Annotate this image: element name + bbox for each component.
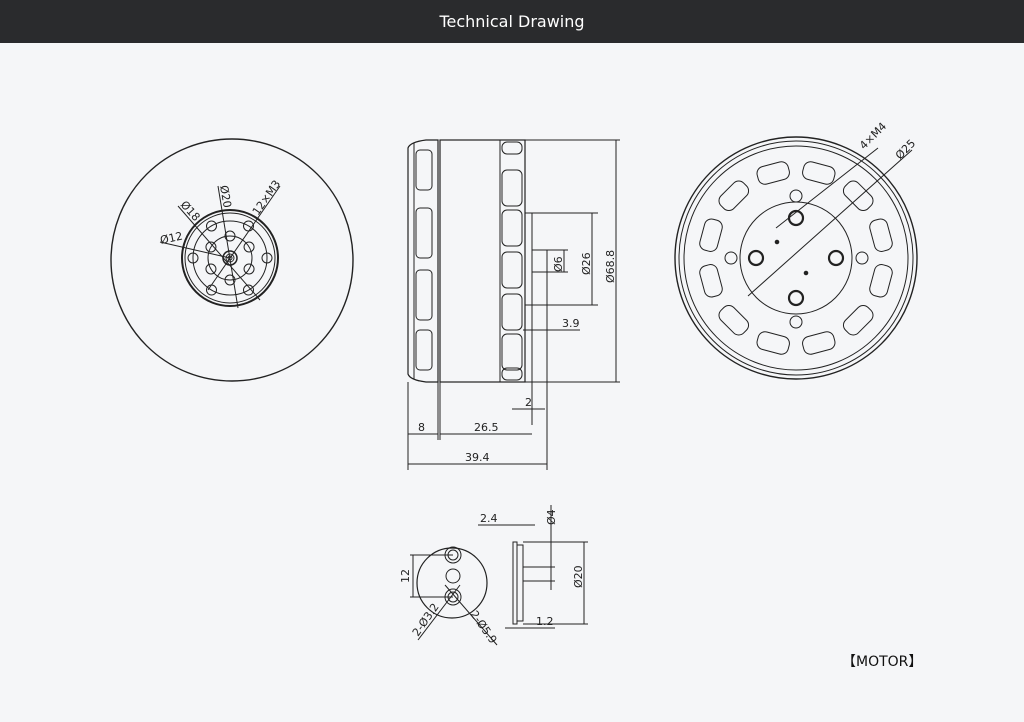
m3-hole <box>243 241 255 253</box>
dim-8: 8 <box>418 421 425 434</box>
vent-slot <box>415 269 433 321</box>
vent-slot <box>699 264 723 298</box>
rear-view: 4×M4 Ø25 <box>674 120 918 380</box>
dim-3-9: 3.9 <box>562 317 580 330</box>
m3-hole <box>205 241 217 253</box>
vent-slot <box>501 293 523 331</box>
vent-slot <box>501 367 523 381</box>
vent-slot <box>869 264 893 298</box>
vent-slot <box>501 169 523 207</box>
vent-slot <box>718 180 750 212</box>
vent-slot <box>501 209 523 247</box>
vent-slot <box>802 161 836 185</box>
m3-hole <box>243 263 255 275</box>
vent-slot <box>869 218 893 252</box>
dim-d26: Ø26 <box>580 252 593 275</box>
vent-slot <box>756 331 790 355</box>
front-view: Ø12 Ø18 Ø20 12×M3 <box>110 138 354 382</box>
dim-d68-8: Ø68.8 <box>604 250 617 283</box>
dim-d12: Ø12 <box>159 230 184 247</box>
motor-label: 【MOTOR】 <box>842 654 923 670</box>
dim-2: 2 <box>525 396 532 409</box>
dim-d6: Ø6 <box>552 256 565 272</box>
vent-slot <box>415 207 433 259</box>
adapter-view: 12 2-Ø3.2 2-Ø5.9 2.4 Ø4 Ø20 1.2 <box>399 505 588 646</box>
m3-hole <box>187 252 199 264</box>
vent-slot <box>415 329 433 371</box>
page-title: Technical Drawing <box>439 12 585 31</box>
dim-12xm3: 12×M3 <box>250 178 283 218</box>
dim-4xm4: 4×M4 <box>857 120 889 152</box>
dim-d20: Ø20 <box>572 565 585 588</box>
dim-2xd5-9: 2-Ø5.9 <box>468 608 500 646</box>
vent-slot <box>501 251 523 289</box>
dim-d25: Ø25 <box>893 137 918 162</box>
vent-slot <box>842 180 874 212</box>
m3-hole <box>205 263 217 275</box>
dim-1-2: 1.2 <box>536 615 554 628</box>
dim-12: 12 <box>399 569 412 583</box>
vent-slot <box>699 218 723 252</box>
m3-hole <box>243 284 254 296</box>
vent-slot <box>501 333 523 371</box>
dim-26-5: 26.5 <box>474 421 499 434</box>
vent-slot <box>415 149 433 191</box>
m3-hole <box>224 274 236 286</box>
dim-d18: Ø18 <box>178 198 203 224</box>
vent-slot <box>802 331 836 355</box>
vent-slot <box>501 141 523 155</box>
dim-2-4: 2.4 <box>480 512 498 525</box>
dim-d4: Ø4 <box>545 509 558 525</box>
vent-slot <box>842 304 874 336</box>
dim-d20: Ø20 <box>217 184 234 209</box>
title-bar: Technical Drawing <box>0 0 1024 43</box>
dim-39-4: 39.4 <box>465 451 490 464</box>
m3-hole <box>206 220 217 232</box>
m3-hole <box>261 252 273 264</box>
side-view: Ø6 Ø26 Ø68.8 3.9 2 8 26.5 39.4 <box>407 139 620 470</box>
vent-slot <box>718 304 750 336</box>
m3-hole <box>224 230 236 242</box>
technical-drawing: Ø12 Ø18 Ø20 12×M3 Ø6 Ø26 Ø68.8 3.9 2 8 2… <box>110 120 918 646</box>
vent-slot <box>756 161 790 185</box>
